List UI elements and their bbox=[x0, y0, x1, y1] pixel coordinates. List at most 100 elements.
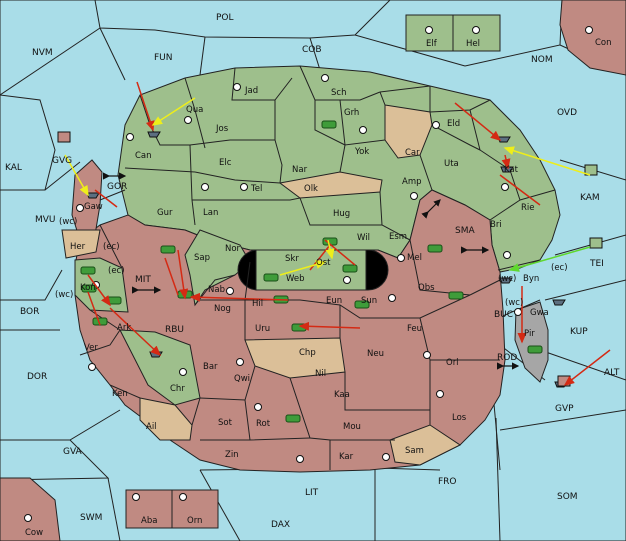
label-Ark: Ark bbox=[117, 323, 131, 333]
label-Web: Web bbox=[286, 274, 305, 284]
label-SWM: SWM bbox=[80, 513, 102, 523]
label-Gwa: Gwa bbox=[530, 308, 549, 318]
label-Obs: Obs bbox=[418, 283, 435, 293]
label-Neu: Neu bbox=[367, 349, 384, 359]
label-ROD: ROD bbox=[497, 353, 517, 363]
label-SOM: SOM bbox=[557, 492, 578, 502]
label-Ken: Ken bbox=[112, 389, 128, 399]
label-coast-byn-wc: (wc) bbox=[498, 274, 516, 284]
label-Chp: Chp bbox=[299, 348, 316, 358]
label-coast-kon-ec: (ec) bbox=[108, 266, 125, 276]
label-Con: Con bbox=[595, 38, 612, 48]
label-MVU: MVU bbox=[35, 215, 56, 225]
label-Nog: Nog bbox=[214, 304, 231, 314]
label-Kar: Kar bbox=[339, 452, 354, 462]
label-LIT: LIT bbox=[305, 488, 319, 498]
label-RBU: RBU bbox=[165, 325, 184, 335]
label-FUN: FUN bbox=[154, 53, 173, 63]
label-Sun: Sun bbox=[361, 296, 377, 306]
label-DOR: DOR bbox=[27, 372, 47, 382]
label-Uta: Uta bbox=[444, 159, 459, 169]
label-Bri: Bri bbox=[490, 220, 502, 230]
label-Zin: Zin bbox=[225, 450, 239, 460]
label-Wil: Wil bbox=[357, 233, 370, 243]
label-coast-her-wc: (wc) bbox=[59, 217, 77, 227]
label-TEI: TEI bbox=[589, 259, 604, 269]
label-GVP: GVP bbox=[555, 404, 574, 414]
label-Cow: Cow bbox=[25, 528, 43, 538]
label-NVM: NVM bbox=[32, 48, 53, 58]
label-Orl: Orl bbox=[446, 358, 459, 368]
label-Kat: Kat bbox=[504, 165, 519, 175]
adjacency-arrows bbox=[103, 172, 520, 370]
label-Lan: Lan bbox=[203, 208, 218, 218]
label-Grh: Grh bbox=[344, 108, 359, 118]
label-Jos: Jos bbox=[215, 124, 229, 134]
label-KUP: KUP bbox=[570, 327, 588, 337]
label-Hug: Hug bbox=[333, 209, 350, 219]
label-Nor: Nor bbox=[225, 244, 241, 254]
label-coast-gwa-wc: (wc) bbox=[505, 298, 523, 308]
label-Bar: Bar bbox=[203, 362, 218, 372]
label-GOR: GOR bbox=[107, 182, 127, 192]
label-Qua: Qua bbox=[186, 105, 203, 115]
label-Sch: Sch bbox=[331, 88, 346, 98]
label-COB: COB bbox=[302, 45, 322, 55]
label-Byn: Byn bbox=[523, 274, 539, 284]
label-Sam: Sam bbox=[405, 446, 424, 456]
label-OVD: OVD bbox=[557, 108, 577, 118]
label-Sap: Sap bbox=[194, 253, 210, 263]
label-coast-byn-ec: (ec) bbox=[551, 263, 568, 273]
label-Amp: Amp bbox=[402, 177, 422, 187]
label-POL: POL bbox=[216, 13, 234, 23]
land-labels: Con Cow Elf Hel Aba Orn Jad Sch Qua Jos … bbox=[25, 38, 612, 538]
label-Orn: Orn bbox=[187, 516, 202, 526]
label-Can: Can bbox=[135, 151, 152, 161]
label-Olk: Olk bbox=[304, 184, 318, 194]
label-NOM: NOM bbox=[531, 55, 553, 65]
label-Gaw: Gaw bbox=[84, 202, 103, 212]
label-Sot: Sot bbox=[218, 418, 233, 428]
label-Qwi: Qwi bbox=[234, 374, 250, 384]
label-Nar: Nar bbox=[292, 165, 308, 175]
label-coast-her-ec: (ec) bbox=[103, 242, 120, 252]
label-Feu: Feu bbox=[407, 324, 422, 334]
label-Mou: Mou bbox=[343, 422, 361, 432]
label-Rot: Rot bbox=[256, 419, 271, 429]
supply-centers bbox=[24, 26, 593, 522]
label-BOR: BOR bbox=[20, 307, 39, 317]
label-KAM: KAM bbox=[580, 193, 600, 203]
label-Eld: Eld bbox=[447, 119, 460, 129]
label-Tel: Tel bbox=[250, 184, 262, 194]
label-SMA: SMA bbox=[455, 226, 475, 236]
label-DAX: DAX bbox=[271, 520, 290, 530]
label-GVG: GVG bbox=[52, 156, 72, 166]
label-Los: Los bbox=[452, 413, 467, 423]
order-arrows bbox=[64, 81, 611, 386]
label-Her: Her bbox=[70, 242, 86, 252]
label-Aba: Aba bbox=[141, 516, 157, 526]
label-BUC: BUC bbox=[494, 310, 513, 320]
label-Pir: Pir bbox=[524, 329, 535, 339]
label-Kaa: Kaa bbox=[334, 390, 350, 400]
label-Rie: Rie bbox=[521, 203, 535, 213]
label-Skr: Skr bbox=[285, 254, 299, 264]
label-Hel: Hel bbox=[466, 39, 480, 49]
label-Elc: Elc bbox=[219, 158, 232, 168]
label-FRO: FRO bbox=[438, 477, 457, 487]
coast-labels: (wc) (ec) (ec) (wc) (wc) (ec) (wc) bbox=[55, 217, 568, 308]
label-MIT: MIT bbox=[135, 275, 151, 285]
label-Car: Car bbox=[405, 148, 420, 158]
label-Ail: Ail bbox=[146, 422, 157, 432]
label-Chr: Chr bbox=[170, 384, 185, 394]
continent bbox=[61, 65, 561, 473]
label-Nil: Nil bbox=[315, 369, 326, 379]
label-Ost: Ost bbox=[316, 258, 331, 268]
label-Nab: Nab bbox=[208, 285, 225, 295]
label-Eun: Eun bbox=[326, 296, 342, 306]
label-Hil: Hil bbox=[252, 299, 263, 309]
